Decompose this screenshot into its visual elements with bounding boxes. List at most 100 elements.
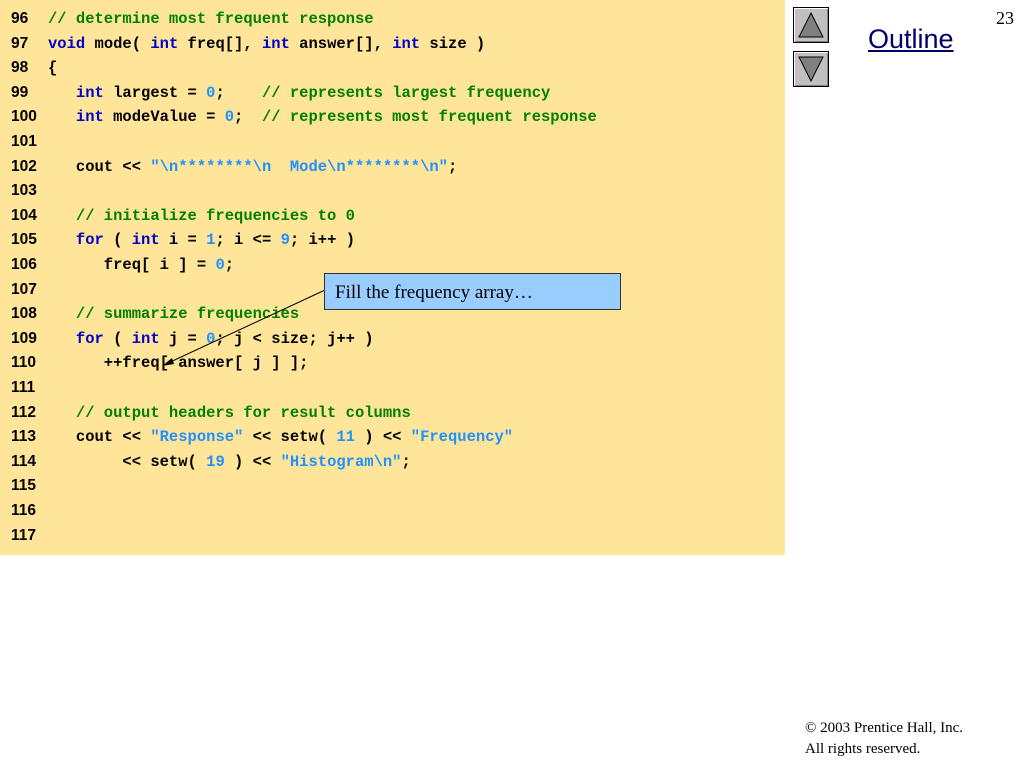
code-token: ( (103, 231, 132, 250)
code-token: 0 (206, 83, 216, 102)
code-token: << setw( (48, 452, 207, 471)
code-text: // initialize frequencies to 0 (48, 204, 355, 228)
code-token (48, 330, 76, 348)
line-number: 116 (11, 502, 37, 519)
line-number: 109 (11, 329, 37, 347)
code-token: { (48, 59, 58, 78)
code-token: // represents largest frequency (261, 83, 551, 102)
code-token: // determine most frequent response (48, 10, 374, 28)
line-number: 106 (11, 256, 37, 273)
code-token: int (261, 34, 290, 53)
code-token (48, 305, 76, 323)
code-token: << setw( (243, 428, 337, 447)
code-token: for (75, 231, 104, 250)
code-token: size ) (420, 34, 486, 53)
line-number: 115 (11, 477, 37, 495)
line-number: 112 (11, 403, 37, 421)
code-token: freq[ i ] = (48, 256, 216, 274)
code-token: cout << (48, 428, 151, 447)
code-text: // output headers for result columns (48, 401, 411, 425)
code-token: ) << (354, 428, 411, 447)
code-token (48, 108, 76, 126)
triangle-up-icon (798, 11, 824, 38)
code-text: int largest = 0; // represents largest f… (48, 81, 550, 105)
code-text: ++freq[ answer[ j ] ]; (48, 351, 309, 375)
code-token: ++freq[ answer[ j ] ]; (48, 354, 309, 373)
code-token: ; (401, 452, 411, 471)
next-slide-button[interactable] (793, 51, 829, 87)
code-token: // summarize frequencies (75, 305, 300, 324)
line-number: 99 (11, 83, 29, 101)
copyright: © 2003 Prentice Hall, Inc. All rights re… (805, 718, 963, 760)
code-text: int modeValue = 0; // represents most fr… (48, 105, 597, 129)
slide-number: 23 (996, 8, 1014, 28)
code-token: freq[], (178, 34, 262, 53)
code-text: freq[ i ] = 0; (48, 253, 234, 277)
outline-link[interactable]: Outline (868, 24, 954, 54)
line-number: 107 (11, 280, 37, 298)
code-token: ; i++ ) (289, 231, 356, 250)
code-token: int (131, 231, 160, 250)
code-token: "Histogram\n" (280, 452, 402, 471)
code-token: 11 (336, 428, 355, 447)
code-text: // summarize frequencies (48, 302, 299, 326)
line-number: 108 (11, 305, 37, 323)
code-token: ; i <= (215, 231, 281, 250)
code-token: ; (215, 83, 262, 102)
code-token: i = (159, 231, 207, 250)
code-token (48, 231, 76, 249)
previous-slide-button[interactable] (793, 7, 829, 43)
code-token: 19 (206, 452, 225, 471)
code-token: 9 (280, 231, 290, 250)
line-number: 100 (11, 108, 37, 126)
line-number: 96 (11, 10, 29, 27)
line-number: 103 (11, 182, 37, 200)
code-token: answer[], (289, 34, 393, 53)
code-token: 1 (206, 231, 216, 250)
code-token: largest = (103, 83, 207, 102)
code-token: ; (447, 157, 458, 176)
line-number: 101 (11, 133, 37, 150)
line-number: 113 (11, 428, 37, 446)
copyright-line-2: All rights reserved. (805, 741, 921, 757)
line-number: 97 (11, 34, 29, 52)
code-token: "\n********\n Mode\n********\n" (150, 157, 448, 176)
copyright-symbol: © (805, 720, 817, 736)
code-token: int (392, 34, 421, 53)
code-token: mode( (85, 34, 151, 53)
code-token (48, 404, 76, 422)
code-token: "Response" (150, 428, 244, 447)
code-token: ; j < size; j++ ) (215, 329, 374, 348)
code-token: j = (159, 329, 207, 348)
code-token (48, 207, 76, 225)
callout-box: Fill the frequency array… (324, 273, 621, 310)
code-token: // initialize frequencies to 0 (75, 206, 355, 225)
code-token: int (150, 34, 179, 53)
code-token: 0 (224, 108, 235, 127)
code-token: for (75, 329, 104, 348)
code-token: int (131, 329, 160, 348)
code-token: // output headers for result columns (75, 403, 411, 422)
code-token (48, 84, 76, 102)
copyright-line-1: 2003 Prentice Hall, Inc. (820, 720, 964, 736)
code-token: ( (103, 329, 132, 348)
code-text: for ( int j = 0; j < size; j++ ) (48, 327, 374, 351)
code-text: cout << "Response" << setw( 11 ) << "Fre… (48, 425, 513, 449)
code-token: 0 (215, 256, 225, 274)
code-token: int (75, 83, 104, 102)
code-panel: 96 // determine most frequent response 97 v… (0, 0, 785, 555)
code-text: << setw( 19 ) << "Histogram\n"; (48, 450, 411, 474)
line-number: 105 (11, 231, 37, 249)
line-number: 111 (11, 379, 36, 396)
code-token: "Frequency" (410, 428, 514, 447)
code-text: void mode( int freq[], int answer[], int… (48, 32, 485, 56)
code-token: cout << (48, 157, 151, 176)
triangle-down-icon (798, 56, 824, 83)
line-number: 114 (11, 452, 37, 470)
code-token: void (48, 34, 86, 53)
line-number: 110 (11, 354, 37, 372)
code-text: cout << "\n********\n Mode\n********\n"; (48, 155, 457, 179)
line-number: 104 (11, 206, 37, 224)
code-text: // determine most frequent response (48, 7, 374, 31)
code-token: modeValue = (103, 108, 225, 127)
